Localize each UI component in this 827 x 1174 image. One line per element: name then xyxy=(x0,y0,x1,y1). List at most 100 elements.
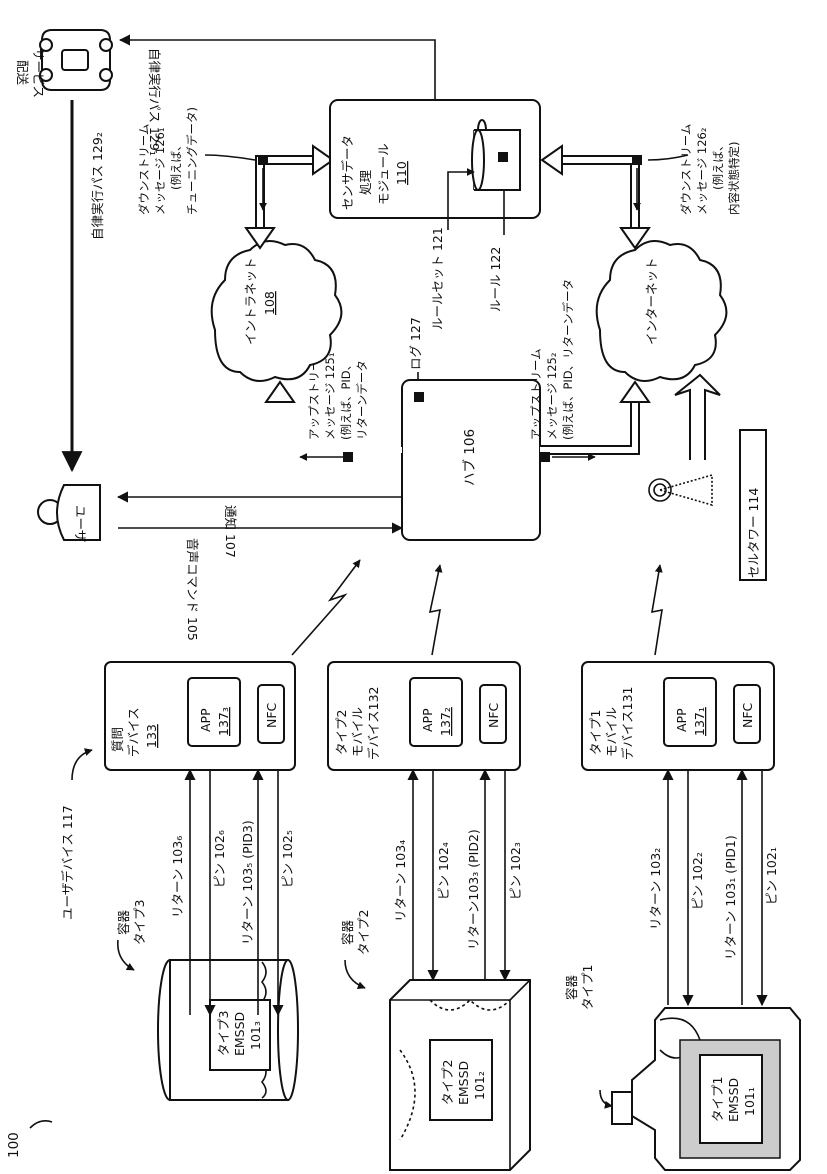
svg-text:ダウンストリーム: ダウンストリーム xyxy=(679,124,693,215)
lightning-icon xyxy=(292,560,360,655)
emssd2-line1: タイプ2 xyxy=(440,1060,455,1105)
svg-text:(例えば、PID、リターンデータ: (例えば、PID、リターンデータ xyxy=(561,279,575,440)
svg-text:デバイス: デバイス xyxy=(126,707,141,757)
hub-user-links: 通知 107 音声コマンド 105 xyxy=(118,497,402,641)
svg-text:ユーザ: ユーザ xyxy=(73,505,88,542)
svg-text:メッセージ 126₂: メッセージ 126₂ xyxy=(695,128,709,216)
link-pin-102-1: ピン 102₁ xyxy=(764,847,779,905)
emssd1-line3: 101₁ xyxy=(742,1087,757,1116)
svg-text:質問: 質問 xyxy=(110,727,125,752)
link-pin-102-3: ピン 102₃ xyxy=(508,842,523,900)
downstream-2-label: ダウンストリーム メッセージ 126₂ (例えば、 内容状態特定) xyxy=(648,124,741,215)
container3-label-1: 容器 xyxy=(116,909,131,935)
intranet-cloud: イントラネット 108 xyxy=(212,241,342,381)
user-icon: ユーザ xyxy=(38,485,100,542)
container1-label-1: 容器 xyxy=(564,974,579,1000)
log-127: ログ 127 xyxy=(408,317,423,370)
lightning-icon xyxy=(652,565,662,655)
delivery-label-2: サービス xyxy=(31,48,46,98)
svg-text:APP: APP xyxy=(420,708,435,732)
svg-text:137₂: 137₂ xyxy=(438,707,453,736)
svg-text:自律実行パス 129₂: 自律実行パス 129₂ xyxy=(90,132,105,240)
app-137-1 xyxy=(664,678,716,746)
bottle-icon: タイプ1 EMSSD 101₁ xyxy=(612,1008,800,1170)
svg-text:(例えば、: (例えば、 xyxy=(169,140,183,191)
figure-number: 100 xyxy=(6,1121,52,1158)
emssd1-line2: EMSSD xyxy=(726,1078,741,1122)
link-return-103-2: リターン 103₂ xyxy=(648,848,663,930)
svg-text:デバイス132: デバイス132 xyxy=(366,687,381,760)
link-return-103-1: リターン 103₁ (PID1) xyxy=(723,835,738,960)
svg-text:メッセージ 125₁: メッセージ 125₁ xyxy=(323,353,337,441)
svg-text:リターンデータ: リターンデータ xyxy=(355,360,369,440)
svg-text:内容状態特定): 内容状態特定) xyxy=(727,142,741,216)
database-icon xyxy=(472,120,520,190)
svg-text:チューニングデータ): チューニングデータ) xyxy=(185,107,199,215)
autonomous-path-129-2: 自律実行パス 129₂ xyxy=(72,100,105,470)
app-137-2 xyxy=(410,678,462,746)
svg-text:デバイス131: デバイス131 xyxy=(620,687,635,760)
link-return-103-4: リターン 103₄ xyxy=(393,840,408,922)
svg-text:インターネット: インターネット xyxy=(644,257,659,345)
svg-text:モジュール: モジュール xyxy=(376,143,391,205)
container2-label-1: 容器 xyxy=(340,919,355,945)
links-device2: リターン 103₄ ピン 102₄ リターン103₃ (PID2) ピン 102… xyxy=(393,770,523,980)
box-icon: タイプ2 EMSSD 101₂ xyxy=(390,980,530,1170)
lightning-icon xyxy=(430,565,440,655)
svg-text:ルールセット 121: ルールセット 121 xyxy=(430,227,445,330)
jar-icon: タイプ3 EMSSD 101₃ xyxy=(158,960,298,1100)
emssd3-line2: EMSSD xyxy=(232,1012,247,1056)
container2-label-2: タイプ2 xyxy=(356,910,371,955)
sensor-module-110: センサデータ 処理 モジュール 110 xyxy=(330,100,540,218)
link-return-103-3: リターン103₃ (PID2) xyxy=(466,829,481,950)
svg-text:ルール 122: ルール 122 xyxy=(488,247,503,312)
emssd2-line3: 101₂ xyxy=(472,1071,487,1100)
container1-label-2: タイプ1 xyxy=(580,965,595,1010)
svg-text:137₃: 137₃ xyxy=(216,707,231,736)
svg-text:(例えば、PID、: (例えば、PID、 xyxy=(339,359,353,440)
device-133: 質問 デバイス 133 APP 137₃ NFC xyxy=(105,662,295,770)
svg-text:APP: APP xyxy=(674,708,689,732)
link-pin-102-5: ピン 102₅ xyxy=(280,830,295,888)
link-pin-102-2: ピン 102₂ xyxy=(690,852,705,910)
svg-text:通知 107: 通知 107 xyxy=(223,505,238,558)
svg-text:イントラネット: イントラネット xyxy=(243,257,258,345)
container3-label-2: タイプ3 xyxy=(132,900,147,945)
cell-tower-icon: セルタワー 114 xyxy=(649,375,766,580)
link-return-103-6: リターン 103₆ xyxy=(170,836,185,918)
svg-text:108: 108 xyxy=(262,291,277,315)
svg-text:NFC: NFC xyxy=(486,702,501,728)
svg-text:センサデータ: センサデータ xyxy=(340,135,355,210)
svg-text:ハブ 106: ハブ 106 xyxy=(461,429,478,486)
svg-text:セルタワー 114: セルタワー 114 xyxy=(746,488,761,578)
svg-text:モバイル: モバイル xyxy=(604,707,619,757)
svg-text:110: 110 xyxy=(394,161,409,185)
svg-text:NFC: NFC xyxy=(740,702,755,728)
car-icon xyxy=(40,30,112,90)
svg-text:APP: APP xyxy=(198,708,213,732)
link-return-103-5: リターン 103₅ (PID3) xyxy=(240,820,255,945)
svg-text:100: 100 xyxy=(6,1132,22,1158)
emssd1-line1: タイプ1 xyxy=(710,1077,725,1122)
svg-text:モバイル: モバイル xyxy=(350,707,365,757)
delivery-label-1: 配送 xyxy=(15,60,30,86)
internet-cloud: インターネット xyxy=(597,241,727,381)
emssd2-line2: EMSSD xyxy=(456,1061,471,1105)
hub-106: ハブ 106 xyxy=(402,380,540,540)
svg-text:メッセージ 125₂: メッセージ 125₂ xyxy=(545,353,559,441)
device-131: タイプ1 モバイル デバイス131 APP 137₁ NFC xyxy=(582,662,774,770)
app-137-3 xyxy=(188,678,240,746)
user-devices-label: ユーザデバイス 117 xyxy=(60,750,92,920)
emssd3-line1: タイプ3 xyxy=(216,1011,231,1056)
svg-text:タイプ2: タイプ2 xyxy=(334,710,349,755)
link-pin-102-6: ピン 102₆ xyxy=(212,830,227,888)
svg-text:タイプ1: タイプ1 xyxy=(588,710,603,755)
upstream-2-label: アップストリーム メッセージ 125₂ (例えば、PID、リターンデータ xyxy=(529,279,575,440)
emssd3-line3: 101₃ xyxy=(248,1021,263,1050)
svg-text:音声コマンド 105: 音声コマンド 105 xyxy=(185,538,200,641)
device-132: タイプ2 モバイル デバイス132 APP 137₂ NFC xyxy=(328,662,520,770)
svg-text:処理: 処理 xyxy=(358,169,373,195)
link-pin-102-4: ピン 102₄ xyxy=(436,842,451,900)
svg-text:137₁: 137₁ xyxy=(692,707,707,736)
